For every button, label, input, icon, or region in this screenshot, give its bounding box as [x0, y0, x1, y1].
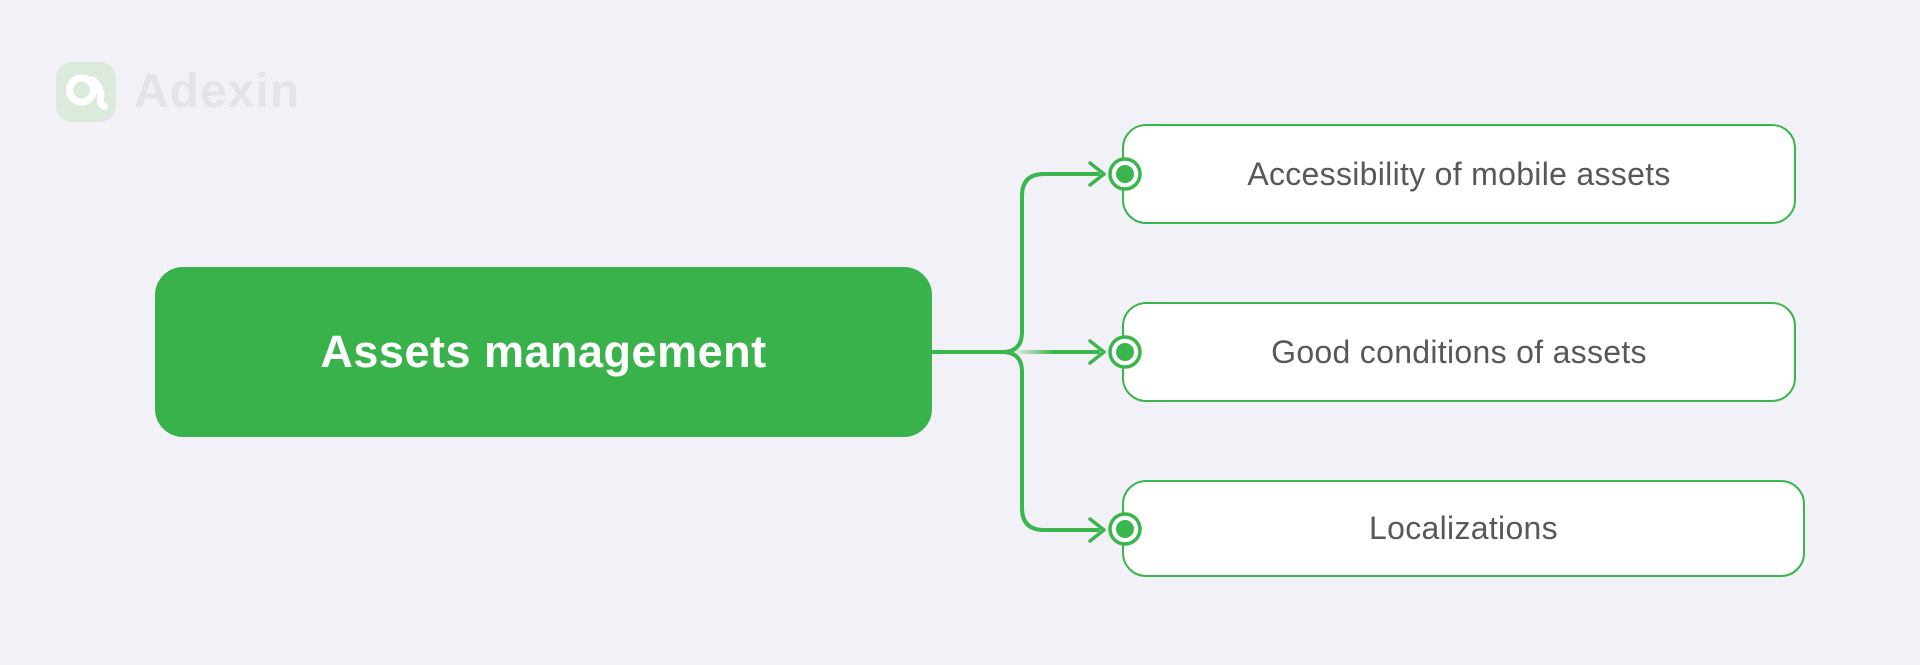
node-accessibility-of-mobile-assets: Accessibility of mobile assets	[1122, 124, 1796, 224]
child-node-label: Accessibility of mobile assets	[1247, 155, 1671, 192]
node-good-conditions-of-assets: Good conditions of assets	[1122, 302, 1796, 402]
connector-branch-down	[1000, 350, 1100, 532]
arrow-right-icon	[1088, 161, 1106, 187]
adexin-a-glyph	[66, 74, 108, 110]
child-node-label: Localizations	[1369, 510, 1558, 546]
child-node-label: Good conditions of assets	[1271, 333, 1647, 370]
connector-branch-up	[1000, 172, 1100, 354]
brand-logo: Adexin	[56, 62, 300, 122]
arrow-right-icon	[1088, 517, 1106, 543]
root-node-label: Assets management	[320, 326, 767, 377]
arrow-right-icon	[1088, 339, 1106, 365]
brand-wordmark: Adexin	[134, 65, 301, 118]
adexin-logo-icon	[56, 62, 116, 122]
node-assets-management: Assets management	[155, 267, 932, 437]
node-localizations: Localizations	[1122, 480, 1805, 577]
